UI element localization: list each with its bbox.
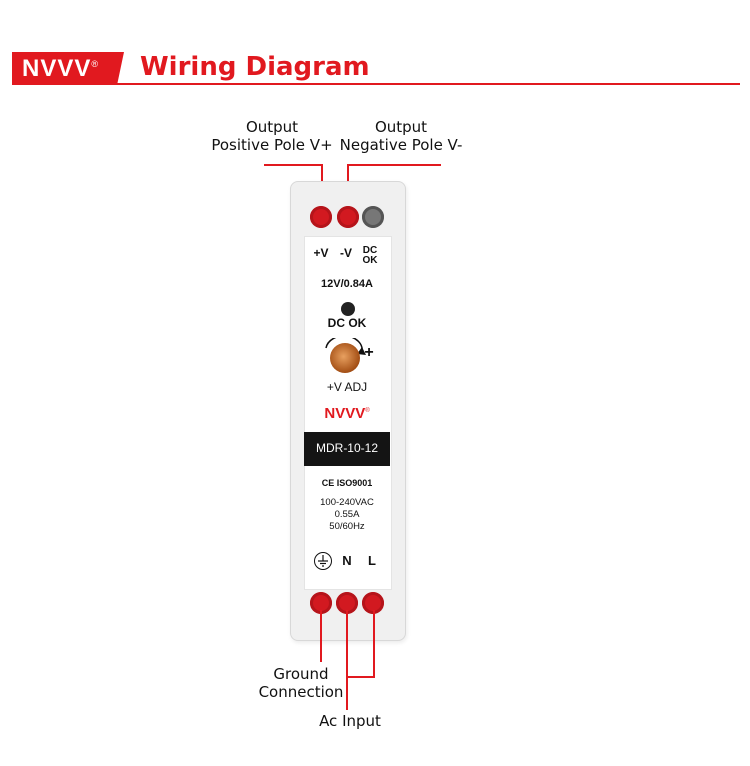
brand-name: NVVV: [22, 55, 92, 82]
device-registered-mark: ®: [365, 408, 370, 414]
ground-connection-label: Ground Connection: [246, 665, 356, 701]
ground-symbol-icon: [314, 552, 332, 570]
input-spec-current: 0.55A: [334, 509, 360, 520]
label-neutral: N: [342, 553, 352, 568]
terminal-neutral: [336, 592, 358, 614]
adjust-label: +V ADJ: [326, 380, 368, 394]
model-bar: [304, 432, 390, 466]
wire-negative-h: [347, 164, 441, 166]
output-positive-line1: Output: [245, 118, 299, 136]
model-number: MDR-10-12: [315, 441, 378, 455]
ground-label-line1: Ground: [273, 665, 329, 683]
wire-positive-h: [264, 164, 323, 166]
output-positive-line2: Positive Pole V+: [211, 136, 333, 154]
output-negative-line2: Negative Pole V-: [339, 136, 463, 154]
label-dc-ok-top: DC OK: [358, 246, 382, 266]
output-negative-line1: Output: [374, 118, 428, 136]
device-brand-logo: NVVV®: [304, 405, 390, 422]
wire-ground-v: [320, 610, 322, 662]
voltage-adjust-knob: [330, 343, 360, 373]
adjust-plus-label: +: [364, 344, 374, 361]
brand-logo: NVVV®: [22, 55, 99, 83]
page-title: Wiring Diagram: [140, 52, 370, 82]
certification-marks: CE ISO9001: [321, 478, 373, 488]
wire-line-h: [346, 676, 375, 678]
terminal-positive: [310, 206, 332, 228]
terminal-negative: [337, 206, 359, 228]
wire-line-v: [373, 610, 375, 678]
output-positive-label: Output Positive Pole V+: [205, 118, 339, 154]
label-dc-ok-top-line2: OK: [362, 255, 378, 266]
dc-ok-label: DC OK: [327, 316, 367, 330]
brand-tab: [12, 52, 124, 84]
registered-mark: ®: [91, 59, 99, 69]
label-plus-v: +V: [313, 246, 329, 260]
power-supply-faceplate: [304, 236, 392, 590]
ground-label-line2: Connection: [258, 683, 344, 701]
header-divider: [12, 83, 740, 85]
dc-ok-led: [341, 302, 355, 316]
label-dc-ok-top-line1: DC: [362, 245, 378, 256]
label-minus-v: -V: [340, 246, 352, 260]
rating-label: 12V/0.84A: [321, 278, 373, 290]
label-line: L: [368, 553, 376, 568]
ac-input-label: Ac Input: [319, 712, 381, 730]
terminal-ground: [310, 592, 332, 614]
device-brand-name: NVVV: [324, 405, 366, 422]
wire-neutral-v: [346, 610, 348, 710]
input-spec-voltage: 100-240VAC: [320, 497, 374, 508]
terminal-line: [362, 592, 384, 614]
terminal-dc-ok: [362, 206, 384, 228]
header: NVVV® Wiring Diagram: [0, 0, 750, 100]
output-negative-label: Output Negative Pole V-: [338, 118, 464, 154]
input-spec-frequency: 50/60Hz: [329, 521, 365, 532]
